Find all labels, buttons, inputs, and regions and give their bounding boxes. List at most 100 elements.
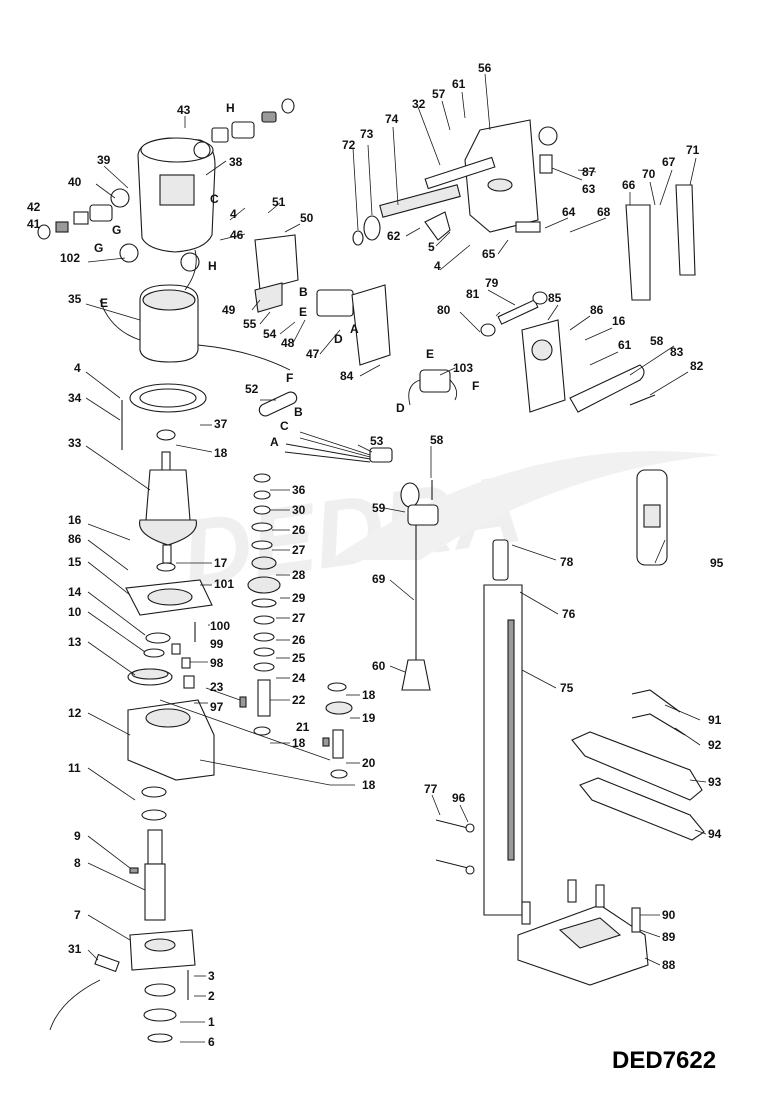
connector-e-cap: E (426, 347, 434, 361)
label-97: 97 (210, 700, 224, 714)
label-9: 9 (74, 829, 81, 843)
plate-66 (625, 204, 651, 301)
label-96: 96 (452, 791, 466, 805)
label-16-b: 16 (612, 314, 626, 328)
shaft-32 (424, 156, 496, 190)
label-5: 5 (428, 240, 435, 254)
label-59: 59 (372, 501, 386, 515)
label-94: 94 (708, 827, 722, 841)
label-86-a: 86 (68, 532, 82, 546)
water-fitting-31 (49, 953, 120, 1031)
gear-13 (127, 668, 173, 686)
model-number: DED7622 (612, 1047, 716, 1074)
label-34: 34 (68, 391, 82, 405)
label-35: 35 (68, 292, 82, 306)
label-60: 60 (372, 659, 386, 673)
flange-7 (129, 929, 196, 971)
label-57: 57 (432, 87, 446, 101)
label-93: 93 (708, 775, 722, 789)
gear-housing-12 (127, 699, 215, 781)
stator-35 (99, 249, 291, 371)
label-99: 99 (210, 637, 224, 651)
gear-train-19-20 (322, 682, 353, 779)
label-71: 71 (686, 143, 700, 157)
label-98: 98 (210, 656, 224, 670)
label-30: 30 (292, 503, 306, 517)
label-48: 48 (281, 336, 295, 350)
handle-59-69-60 (400, 480, 439, 691)
bearings-11 (141, 786, 167, 821)
screws-77-96 (435, 819, 475, 875)
label-61-b: 61 (618, 338, 632, 352)
label-52: 52 (245, 382, 259, 396)
gearbox-cover-15 (125, 579, 213, 616)
label-63: 63 (582, 182, 596, 196)
label-26-a: 26 (292, 523, 306, 537)
connector-d-cap: D (396, 401, 405, 415)
label-43: 43 (177, 103, 191, 117)
label-65: 65 (482, 247, 496, 261)
label-56: 56 (478, 61, 492, 75)
label-14: 14 (68, 585, 82, 599)
label-4-c: 4 (434, 259, 441, 273)
handle-grip-83 (569, 364, 645, 413)
motor-housing-38 (137, 137, 216, 253)
plate-63 (539, 154, 553, 174)
label-77: 77 (424, 782, 438, 796)
label-11: 11 (68, 761, 81, 775)
connector-d-switch: D (334, 332, 343, 346)
label-27-b: 27 (292, 611, 306, 625)
label-74: 74 (385, 112, 399, 126)
label-53: 53 (370, 434, 384, 448)
label-40: 40 (68, 175, 82, 189)
connector-a-cord: A (270, 435, 279, 449)
label-13: 13 (68, 635, 82, 649)
label-89: 89 (662, 930, 676, 944)
connector-g-left: G (94, 241, 103, 255)
label-20: 20 (362, 756, 376, 770)
bearing-14 (145, 632, 171, 644)
label-51: 51 (272, 195, 286, 209)
handle-base-85 (521, 319, 566, 413)
screw-82 (629, 394, 656, 406)
label-72: 72 (342, 138, 356, 152)
label-23: 23 (210, 680, 224, 694)
connector-h-spring: H (208, 259, 217, 273)
label-88: 88 (662, 958, 676, 972)
capacitor-wires (408, 379, 458, 406)
label-1: 1 (208, 1015, 215, 1029)
bearing-18-top (156, 429, 176, 441)
label-67: 67 (662, 155, 676, 169)
label-3: 3 (208, 969, 215, 983)
bearing-17 (156, 562, 176, 572)
connector-c-cord: C (280, 419, 289, 433)
label-4-a: 4 (230, 207, 237, 221)
label-87: 87 (582, 165, 596, 179)
label-58-a: 58 (430, 433, 444, 447)
spindle-8-9 (129, 829, 166, 921)
label-92: 92 (708, 738, 722, 752)
label-49: 49 (222, 303, 236, 317)
label-84: 84 (340, 369, 354, 383)
connector-e-switch: E (299, 305, 307, 319)
label-95: 95 (710, 556, 724, 570)
label-29: 29 (292, 591, 306, 605)
label-46: 46 (230, 228, 244, 242)
connector-g-spring: G (112, 223, 121, 237)
label-101: 101 (214, 577, 234, 591)
label-24: 24 (292, 671, 306, 685)
switch-box-95 (636, 469, 668, 566)
label-64: 64 (562, 205, 576, 219)
label-25: 25 (292, 651, 306, 665)
label-18-d: 18 (362, 778, 376, 792)
connector-a-switch: A (350, 322, 359, 336)
connector-b-switch: B (299, 285, 308, 299)
label-90: 90 (662, 908, 676, 922)
label-8: 8 (74, 856, 81, 870)
connector-e-stator: E (100, 296, 108, 310)
part-number-labels: 43 39 38 40 42 41 4 46 102 35 4 34 37 18… (27, 61, 724, 1049)
label-17: 17 (214, 556, 228, 570)
tools-91-94 (571, 689, 705, 841)
connector-f-stator: F (286, 371, 293, 385)
